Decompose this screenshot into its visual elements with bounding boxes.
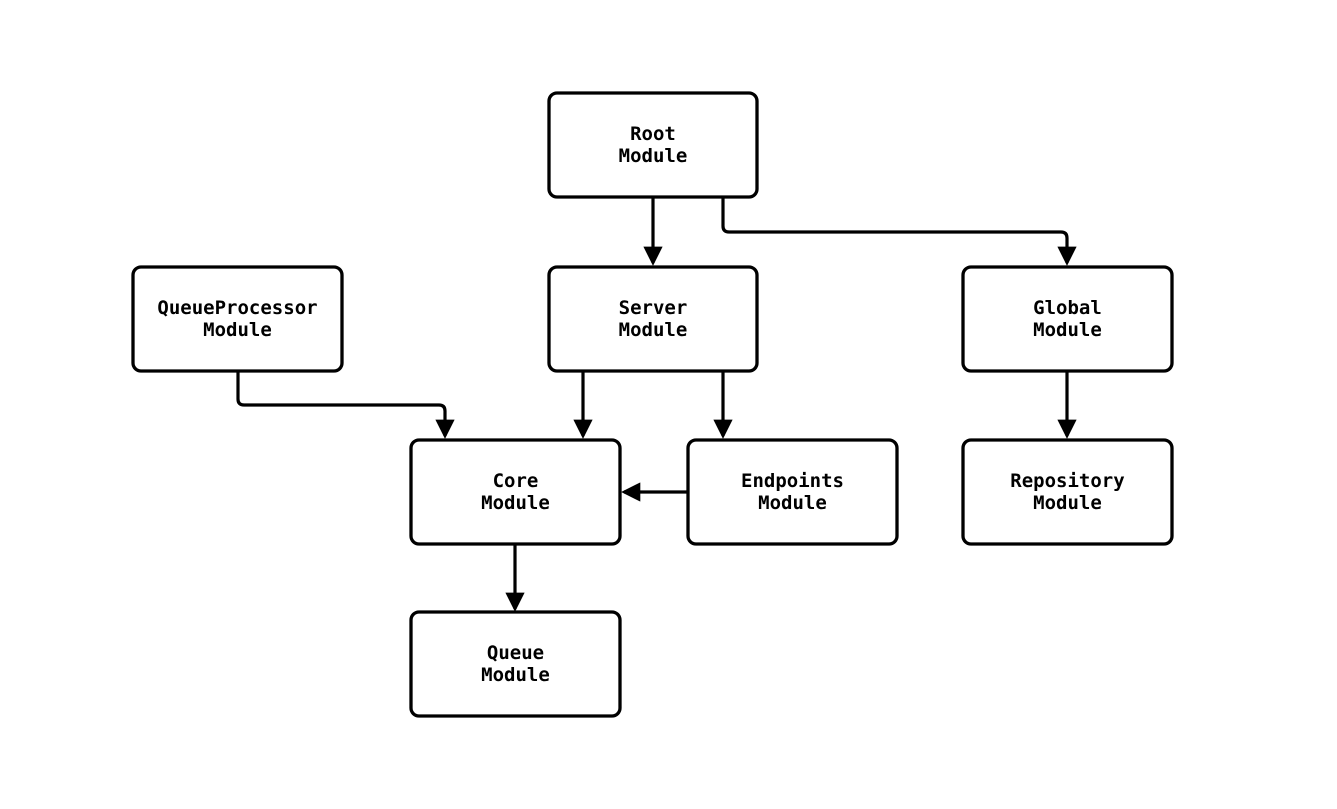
node-box [547,265,759,373]
node-box [961,438,1174,546]
node-box [131,265,344,373]
edge-queueprocessor-to-core [236,372,455,439]
node-box [686,438,899,546]
node-box [409,438,622,546]
node-box [961,265,1174,373]
node-box [409,610,622,718]
edge-root-to-global [721,198,1077,266]
edges-layer [236,198,1077,612]
node-box [547,91,759,199]
